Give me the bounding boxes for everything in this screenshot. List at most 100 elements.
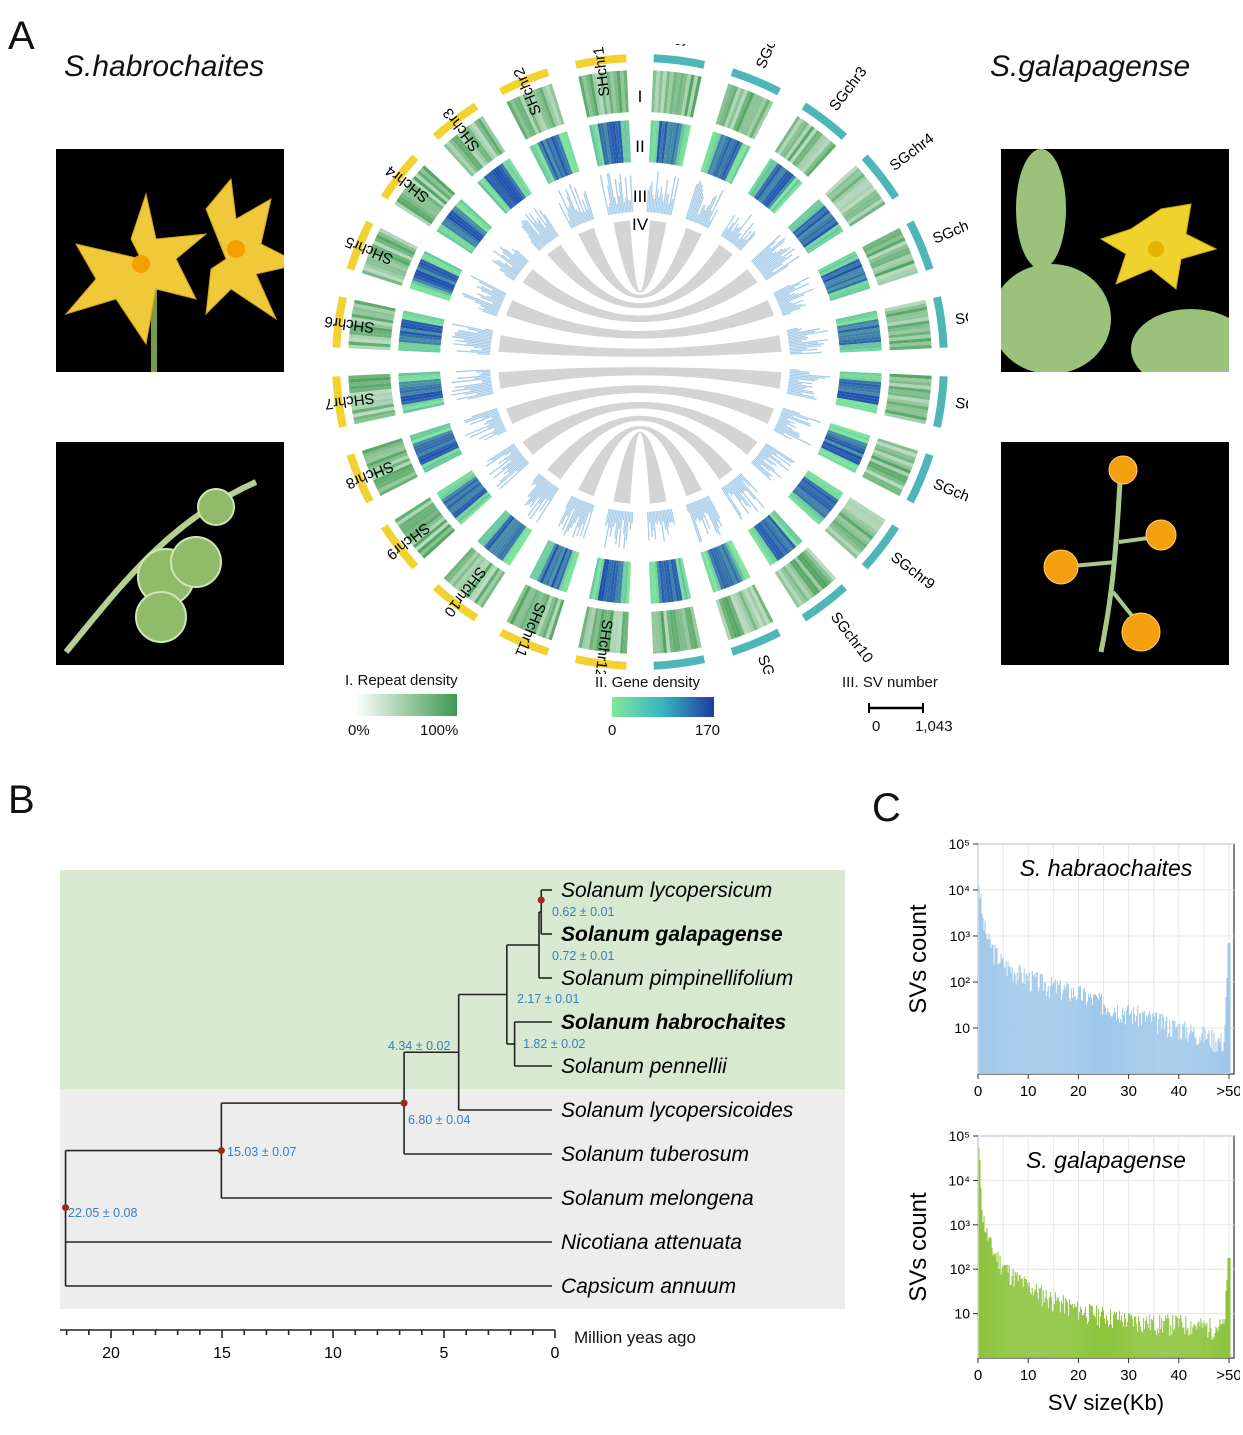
node-age-label: 2.17 ± 0.01 bbox=[517, 992, 580, 1006]
repeat-density-cell bbox=[875, 443, 916, 461]
sv-number-bar bbox=[737, 239, 747, 249]
gene-density-cell bbox=[705, 550, 722, 591]
circos-plot: SGchr1SGchr2SGchr3SGchr4SGchr5SGchr6SGch… bbox=[324, 44, 968, 674]
gene-density-cell bbox=[623, 120, 629, 163]
histogram-bar bbox=[1049, 986, 1051, 1074]
sv-number-bar bbox=[476, 370, 491, 373]
sv-number-bar bbox=[786, 391, 815, 399]
repeat-density-cell bbox=[887, 391, 930, 401]
gene-density-cell bbox=[497, 523, 525, 560]
gene-density-cell bbox=[448, 212, 483, 241]
gene-density-cell bbox=[722, 141, 743, 181]
histogram-bar bbox=[1034, 1289, 1036, 1358]
histogram-bar bbox=[1110, 1015, 1112, 1074]
gene-density-cell bbox=[772, 510, 803, 544]
histogram-bar bbox=[1123, 1015, 1125, 1074]
repeat-density-cell bbox=[864, 468, 905, 490]
gene-density-cell bbox=[617, 120, 624, 163]
gene-density-cell bbox=[837, 390, 880, 400]
gene-density-cell bbox=[839, 347, 882, 353]
sv-number-bar bbox=[570, 500, 583, 529]
repeat-density-cell bbox=[367, 452, 408, 471]
repeat-density-cell bbox=[866, 466, 906, 487]
gene-density-cell bbox=[675, 123, 686, 166]
repeat-density-cell bbox=[506, 100, 529, 140]
gene-density-cell bbox=[672, 123, 683, 166]
repeat-density-cell bbox=[371, 243, 412, 264]
repeat-density-cell bbox=[888, 388, 931, 397]
x-tick-label: 10 bbox=[1020, 1367, 1037, 1384]
x-tick-label: 0 bbox=[974, 1367, 982, 1384]
repeat-density-cell bbox=[451, 553, 482, 588]
repeat-density-cell bbox=[841, 189, 878, 217]
histogram-bar bbox=[1092, 993, 1094, 1074]
repeat-density-cell bbox=[448, 551, 479, 586]
gene-density-cell bbox=[670, 122, 680, 165]
histogram-bar bbox=[981, 1209, 983, 1358]
repeat-density-cell bbox=[834, 178, 870, 208]
repeat-density-cell bbox=[375, 468, 416, 490]
sv-number-bar bbox=[515, 249, 529, 262]
repeat-density-cell bbox=[421, 528, 456, 559]
histogram-bar bbox=[1063, 985, 1065, 1074]
histogram-bar bbox=[1048, 1297, 1050, 1358]
sv-number-bar bbox=[788, 382, 813, 388]
sv-number-bar bbox=[781, 411, 794, 418]
sv-number-bar bbox=[777, 293, 799, 303]
repeat-density-cell bbox=[443, 547, 475, 581]
repeat-density-cell bbox=[873, 449, 914, 468]
histogram-bar bbox=[1028, 1282, 1030, 1358]
sv-number-bar bbox=[535, 476, 544, 485]
histogram-bar bbox=[1179, 1024, 1181, 1074]
histogram-bar bbox=[1178, 1040, 1180, 1074]
sv-number-bar bbox=[547, 486, 558, 502]
histogram-bar bbox=[1080, 1000, 1082, 1074]
sv-number-bar bbox=[539, 209, 558, 238]
repeat-density-cell bbox=[581, 75, 594, 118]
sv-number-bar bbox=[538, 486, 557, 512]
sv-number-bar bbox=[487, 443, 515, 462]
gene-density-cell bbox=[711, 136, 730, 177]
sv-number-bar bbox=[473, 346, 491, 350]
taxon-label: Solanum habrochaites bbox=[561, 1011, 786, 1034]
synteny-link bbox=[613, 220, 667, 293]
histogram-bar bbox=[1152, 1013, 1154, 1074]
sv-number-bar bbox=[536, 217, 554, 241]
histogram-bar bbox=[1025, 1278, 1027, 1358]
repeat-density-cell bbox=[350, 320, 393, 330]
repeat-density-cell bbox=[887, 323, 930, 333]
repeat-density-cell bbox=[675, 609, 685, 652]
histogram-bar bbox=[1072, 1308, 1074, 1358]
repeat-density-cell bbox=[349, 330, 392, 339]
histogram-bar bbox=[1173, 1020, 1175, 1074]
gene-density-cell bbox=[400, 390, 443, 400]
sv-number-bar bbox=[696, 500, 705, 518]
repeat-density-cell bbox=[840, 186, 876, 215]
repeat-density-cell bbox=[522, 93, 542, 134]
gene-density-cell bbox=[805, 472, 842, 498]
chromosome-ideogram bbox=[380, 154, 419, 200]
gene-density-cell bbox=[720, 140, 741, 180]
gene-density-cell bbox=[805, 226, 842, 252]
chromosome-label: SGchr5 bbox=[930, 212, 968, 247]
sv-number-bar bbox=[659, 194, 664, 214]
histogram-bar bbox=[1121, 1315, 1123, 1358]
sv-number-bar bbox=[511, 248, 529, 264]
histogram-bar bbox=[1029, 991, 1031, 1074]
repeat-density-cell bbox=[846, 499, 884, 526]
repeat-density-cell bbox=[375, 234, 416, 256]
histogram-bar bbox=[1069, 1001, 1071, 1074]
histogram-bar bbox=[1146, 1014, 1148, 1074]
gene-density-cell bbox=[795, 209, 831, 239]
histogram-bar bbox=[991, 944, 993, 1074]
sv-number-bar bbox=[732, 479, 759, 512]
sv-number-bar bbox=[599, 174, 610, 216]
repeat-density-cell bbox=[394, 497, 432, 523]
sv-number-bar bbox=[669, 508, 674, 523]
sv-number-bar bbox=[699, 204, 710, 225]
sv-number-bar bbox=[654, 511, 657, 523]
repeat-density-cell bbox=[834, 516, 870, 546]
histogram-bar bbox=[1023, 1276, 1025, 1358]
sv-number-bar bbox=[666, 203, 670, 215]
histogram-bar bbox=[1072, 987, 1074, 1074]
